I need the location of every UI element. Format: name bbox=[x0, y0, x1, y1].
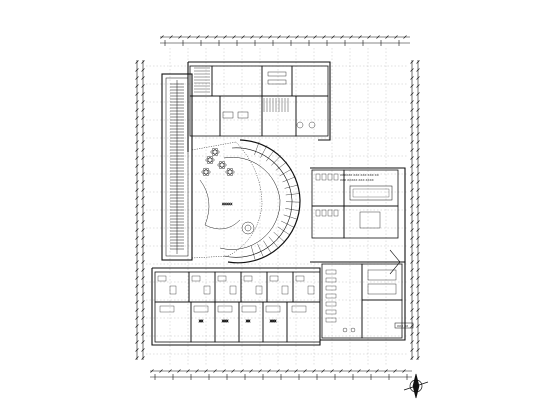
court-label: XXXXX bbox=[222, 202, 232, 206]
scale-text: XXX XX bbox=[397, 324, 408, 328]
south-east-hall bbox=[321, 263, 403, 339]
note-line-2: XXX XXXXX XXX XXXX bbox=[340, 178, 374, 182]
top-dimension-lines bbox=[160, 35, 410, 46]
room-label-a: XX bbox=[199, 319, 203, 323]
note-block: XXXXXX XXX XXX XXX XX XXX XXXXX XXX XXXX bbox=[340, 173, 379, 182]
left-dimension-lines bbox=[135, 60, 145, 360]
south-rooms: XX XXX XX XXX bbox=[154, 271, 321, 343]
bottom-dimension-lines bbox=[150, 369, 412, 380]
courtyard-landscape: XXXXX bbox=[191, 141, 263, 259]
room-label-c: XX bbox=[246, 319, 250, 323]
room-label-b: XXX bbox=[222, 319, 228, 323]
right-dimension-lines bbox=[410, 60, 420, 360]
north-arrow-icon bbox=[403, 373, 429, 399]
north-rooms bbox=[189, 65, 329, 137]
room-label-d: XXX bbox=[270, 319, 276, 323]
scale-label: XXX XX bbox=[394, 322, 414, 329]
note-line-1: XXXXXX XXX XXX XXX XX bbox=[340, 173, 379, 177]
east-wing-rooms bbox=[311, 169, 401, 275]
west-long-hall bbox=[170, 80, 184, 254]
atrium-curved-wall bbox=[219, 139, 301, 264]
